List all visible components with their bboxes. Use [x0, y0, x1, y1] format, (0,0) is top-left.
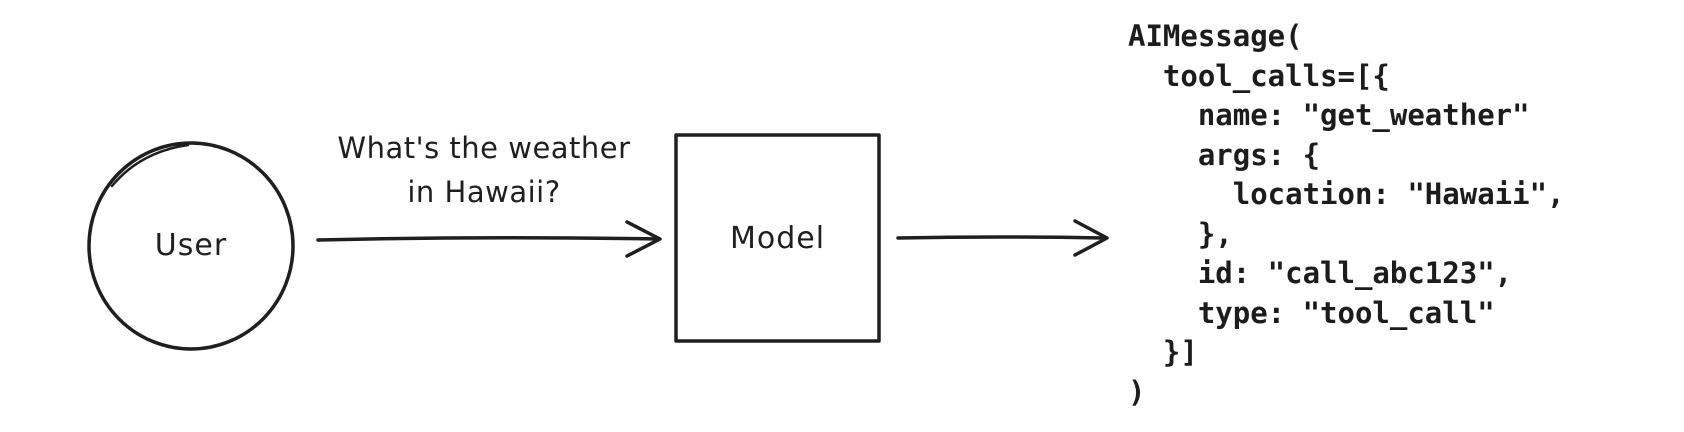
- model-to-output-arrow-head: [1073, 219, 1109, 257]
- model-node-label: Model: [729, 221, 826, 256]
- edge-label-line-2: in Hawaii?: [407, 175, 561, 209]
- ai-message-code-block: AIMessage( tool_calls=[{ name: "get_weat…: [1128, 19, 1565, 409]
- user-to-model-arrow-head: [625, 220, 662, 258]
- model-to-output-arrow-line: [896, 235, 1106, 240]
- user-node-label: User: [154, 228, 228, 263]
- model-node-rect: [674, 133, 881, 343]
- user-to-model-arrow-line: [316, 235, 659, 242]
- user-to-model-edge-label: What's the weather in Hawaii?: [312, 126, 656, 214]
- edge-label-line-1: What's the weather: [337, 131, 631, 165]
- user-node-circle-overdraw: [110, 143, 190, 188]
- user-node-circle: [87, 141, 295, 351]
